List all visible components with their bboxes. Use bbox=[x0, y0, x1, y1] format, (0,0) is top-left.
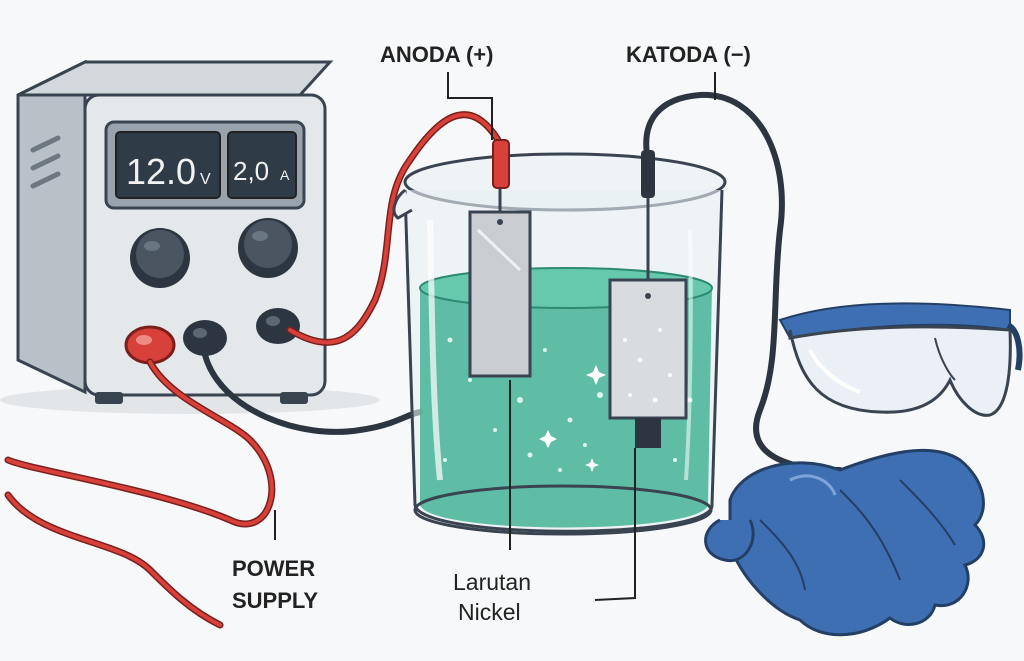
red-terminal bbox=[124, 325, 176, 365]
anode-electrode bbox=[468, 139, 532, 378]
power-supply-icon: 12.0 V 2,0 A bbox=[0, 59, 380, 414]
cathode-label: KATODA (−) bbox=[626, 42, 751, 67]
current-knob bbox=[238, 218, 298, 278]
anode-callout-line bbox=[447, 72, 493, 140]
voltage-unit: V bbox=[200, 171, 211, 188]
voltage-value: 12.0 bbox=[126, 151, 196, 192]
power-supply-label-line2: SUPPLY bbox=[232, 588, 318, 613]
black-terminal-2 bbox=[256, 308, 300, 344]
power-supply-label-line1: POWER bbox=[232, 556, 315, 581]
solution-label-line1: Larutan bbox=[453, 569, 531, 595]
gloves-icon bbox=[704, 448, 986, 637]
red-wire bbox=[4, 111, 502, 629]
cathode-electrode bbox=[608, 150, 688, 448]
current-display bbox=[227, 131, 297, 199]
voltage-display bbox=[115, 131, 221, 199]
voltage-knob bbox=[130, 228, 190, 288]
anode-label: ANODA (+) bbox=[380, 42, 493, 67]
current-unit: A bbox=[280, 167, 290, 183]
black-terminal bbox=[183, 320, 227, 356]
black-wire bbox=[202, 91, 843, 473]
solution-label-line2: Nickel bbox=[458, 599, 521, 625]
current-value: 2,0 bbox=[233, 156, 269, 186]
solution-callout-line-2 bbox=[594, 448, 636, 601]
safety-goggles-icon bbox=[778, 302, 1023, 417]
